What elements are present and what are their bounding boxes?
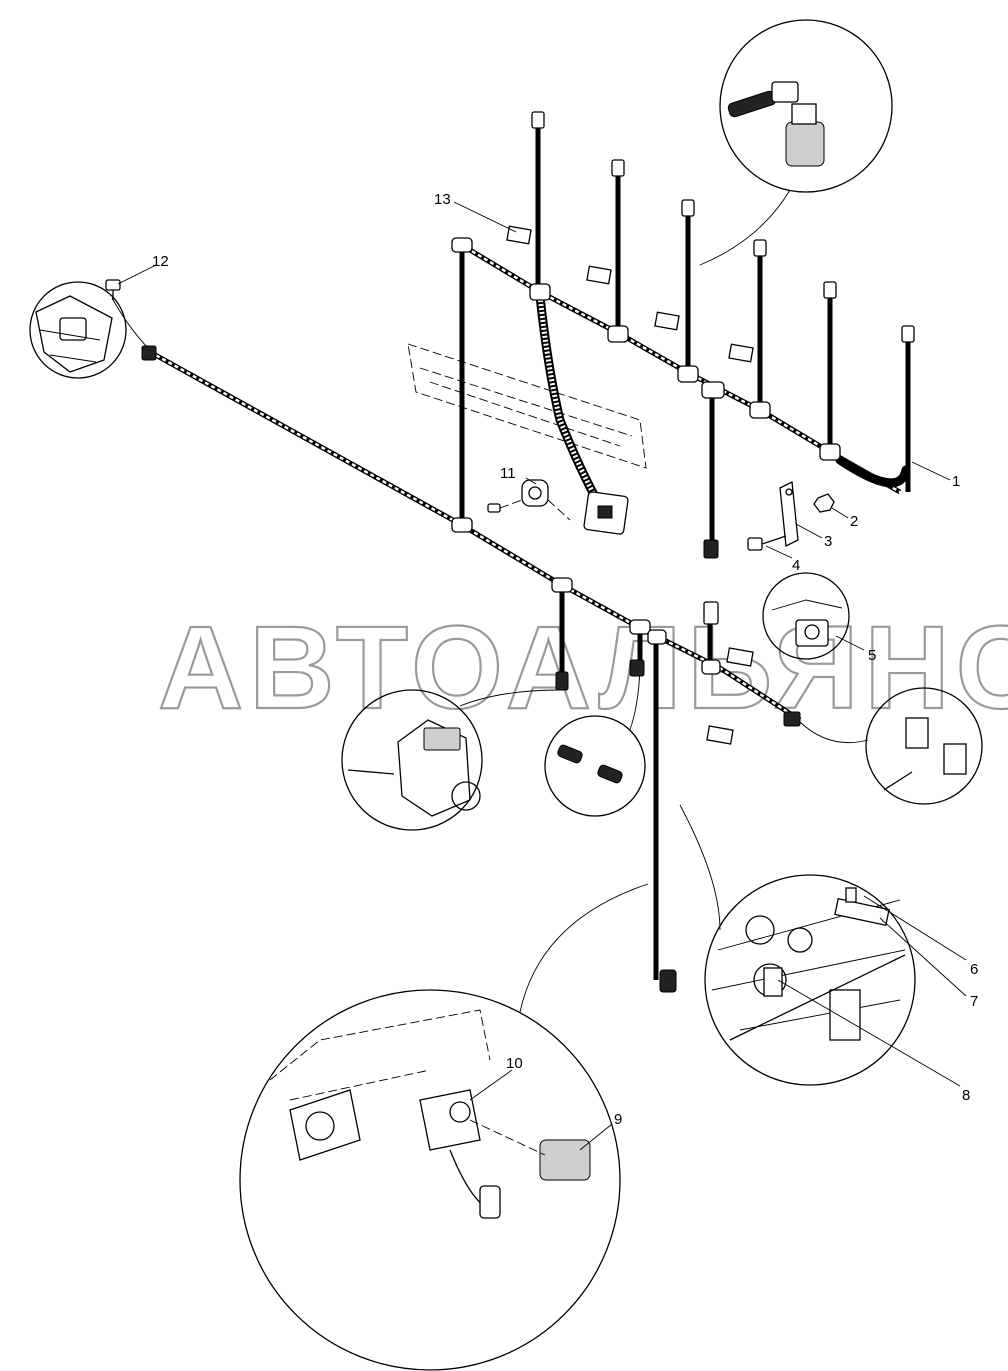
relay-connector[interactable]: [583, 491, 629, 535]
bracket-clips-13[interactable]: [506, 225, 754, 745]
callout-4: 4: [792, 557, 800, 574]
detail-circle-top-sensor: [699, 19, 893, 266]
callout-2: 2: [850, 513, 858, 530]
bolt-12[interactable]: [105, 279, 121, 300]
bracket-3[interactable]: [779, 480, 799, 548]
callout-10: 10: [506, 1055, 523, 1072]
mounting-clamp-11[interactable]: [487, 479, 571, 521]
watermark-text: АВТОАЛЬЯНС: [158, 602, 1008, 734]
nut-2[interactable]: [813, 493, 835, 513]
callout-8: 8: [962, 1087, 970, 1104]
callout-1: 1: [952, 473, 960, 490]
detail-circle-fuel-pump: [341, 689, 561, 831]
callout-7: 7: [970, 993, 978, 1010]
bolt-4[interactable]: [747, 535, 787, 551]
detail-circle-oil-sensor: [239, 883, 649, 1371]
callout-6: 6: [970, 961, 978, 978]
callout-9: 9: [614, 1111, 622, 1128]
main-wiring-harness[interactable]: [141, 111, 915, 993]
detail-circle-right-mount: [799, 687, 983, 805]
callout-labels: 1 2 3 4 5 6 7 8 9 10 11 12 13: [152, 191, 978, 1128]
callout-12: 12: [152, 253, 169, 270]
detail-circle-cylinder-head: [679, 804, 916, 1086]
detail-circle-cable-tie: [762, 572, 850, 660]
callout-5: 5: [868, 647, 876, 664]
callout-11: 11: [500, 465, 516, 482]
engine-block-outline: [407, 343, 647, 469]
leader-lines: [117, 201, 967, 1151]
callout-3: 3: [824, 533, 832, 550]
detail-circle-left-bracket: [29, 281, 151, 379]
callout-13: 13: [434, 191, 451, 208]
